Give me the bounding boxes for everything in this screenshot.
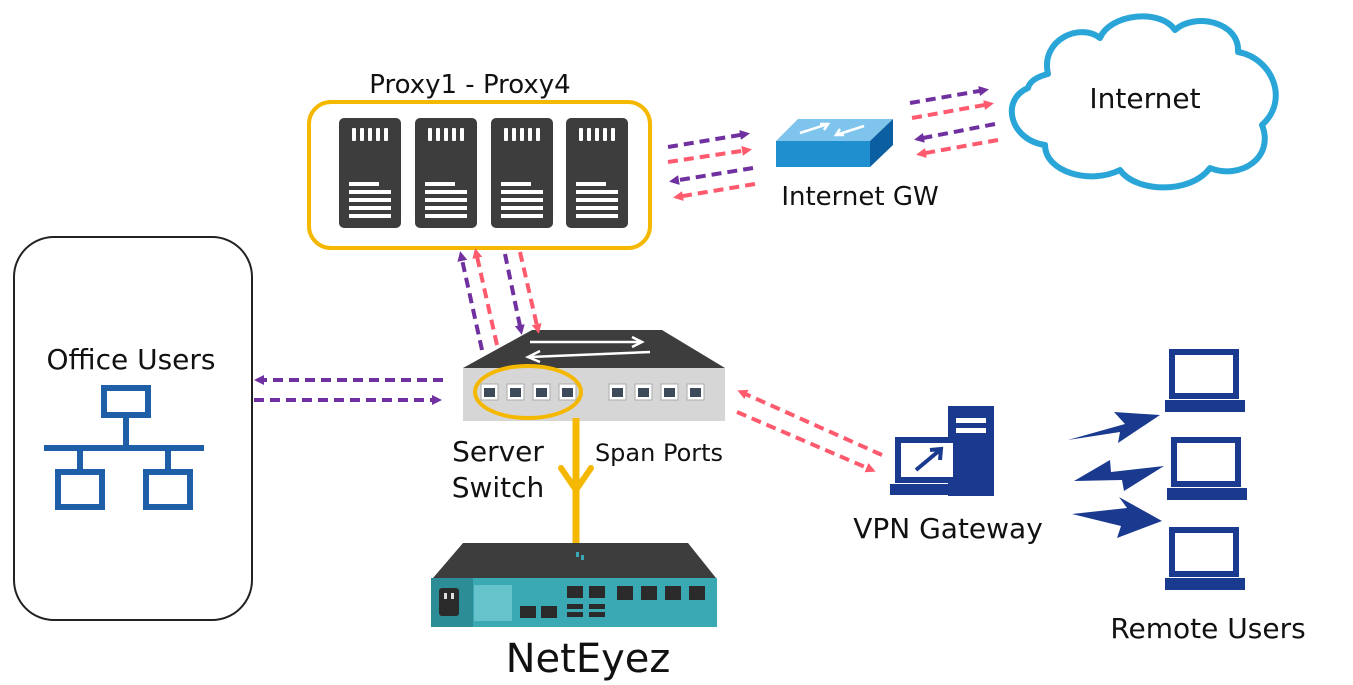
office-users-box xyxy=(13,236,253,621)
internet-gw-label: Internet GW xyxy=(781,182,938,212)
arrow-gw-to-internet xyxy=(909,86,989,105)
switch-icon xyxy=(463,330,725,421)
server-icon xyxy=(566,118,628,228)
remote-users-label: Remote Users xyxy=(1110,612,1305,645)
arrow-switch-to-vpn xyxy=(736,410,876,473)
appliance-icon xyxy=(431,543,717,627)
proxy-group-border xyxy=(307,100,652,250)
arrow-gw-to-proxy xyxy=(673,182,756,201)
proxy-group: Proxy1 - Proxy4 xyxy=(307,70,652,250)
span-ports-highlight xyxy=(473,364,583,420)
cloud-icon xyxy=(1008,13,1279,191)
server-switch-label-line2: Switch xyxy=(452,471,545,504)
wireless-lightning-icon xyxy=(1074,460,1164,491)
arrow-proxy-to-switch xyxy=(518,251,542,334)
arrow-internet-to-gw xyxy=(914,122,996,143)
laptop-icon xyxy=(1167,437,1247,500)
traffic-arrows xyxy=(254,86,999,473)
arrow-proxy-to-gw xyxy=(667,130,750,149)
arrow-gw-to-proxy xyxy=(669,166,754,185)
laptop-icon xyxy=(1165,527,1245,590)
server-icon xyxy=(339,118,401,228)
laptop-icon xyxy=(1165,349,1245,412)
internet-label: Internet xyxy=(1089,82,1200,115)
arrow-switch-to-proxy xyxy=(457,251,484,351)
network-topology-icon xyxy=(44,385,204,510)
neteyez-label: NetEyez xyxy=(506,636,671,682)
server-icon xyxy=(491,118,553,228)
office-users-label: Office Users xyxy=(46,343,215,376)
vpn-server-icon xyxy=(890,406,994,496)
arrow-gw-to-internet xyxy=(911,100,994,120)
server-icon xyxy=(415,118,477,228)
arrow-vpn-to-switch xyxy=(737,389,883,457)
arrow-internet-to-gw xyxy=(916,138,999,158)
wireless-lightning-icon xyxy=(1068,412,1160,443)
span-ports-label: Span Ports xyxy=(595,439,723,467)
wireless-lightning-icon xyxy=(1072,497,1162,538)
server-switch-label-line1: Server xyxy=(452,435,544,468)
arrow-proxy-to-gw xyxy=(667,145,752,164)
arrow-proxy-to-switch xyxy=(503,253,525,335)
router-icon xyxy=(776,119,893,167)
proxy-group-label: Proxy1 - Proxy4 xyxy=(369,70,570,100)
vpn-gateway-label: VPN Gateway xyxy=(853,512,1043,545)
